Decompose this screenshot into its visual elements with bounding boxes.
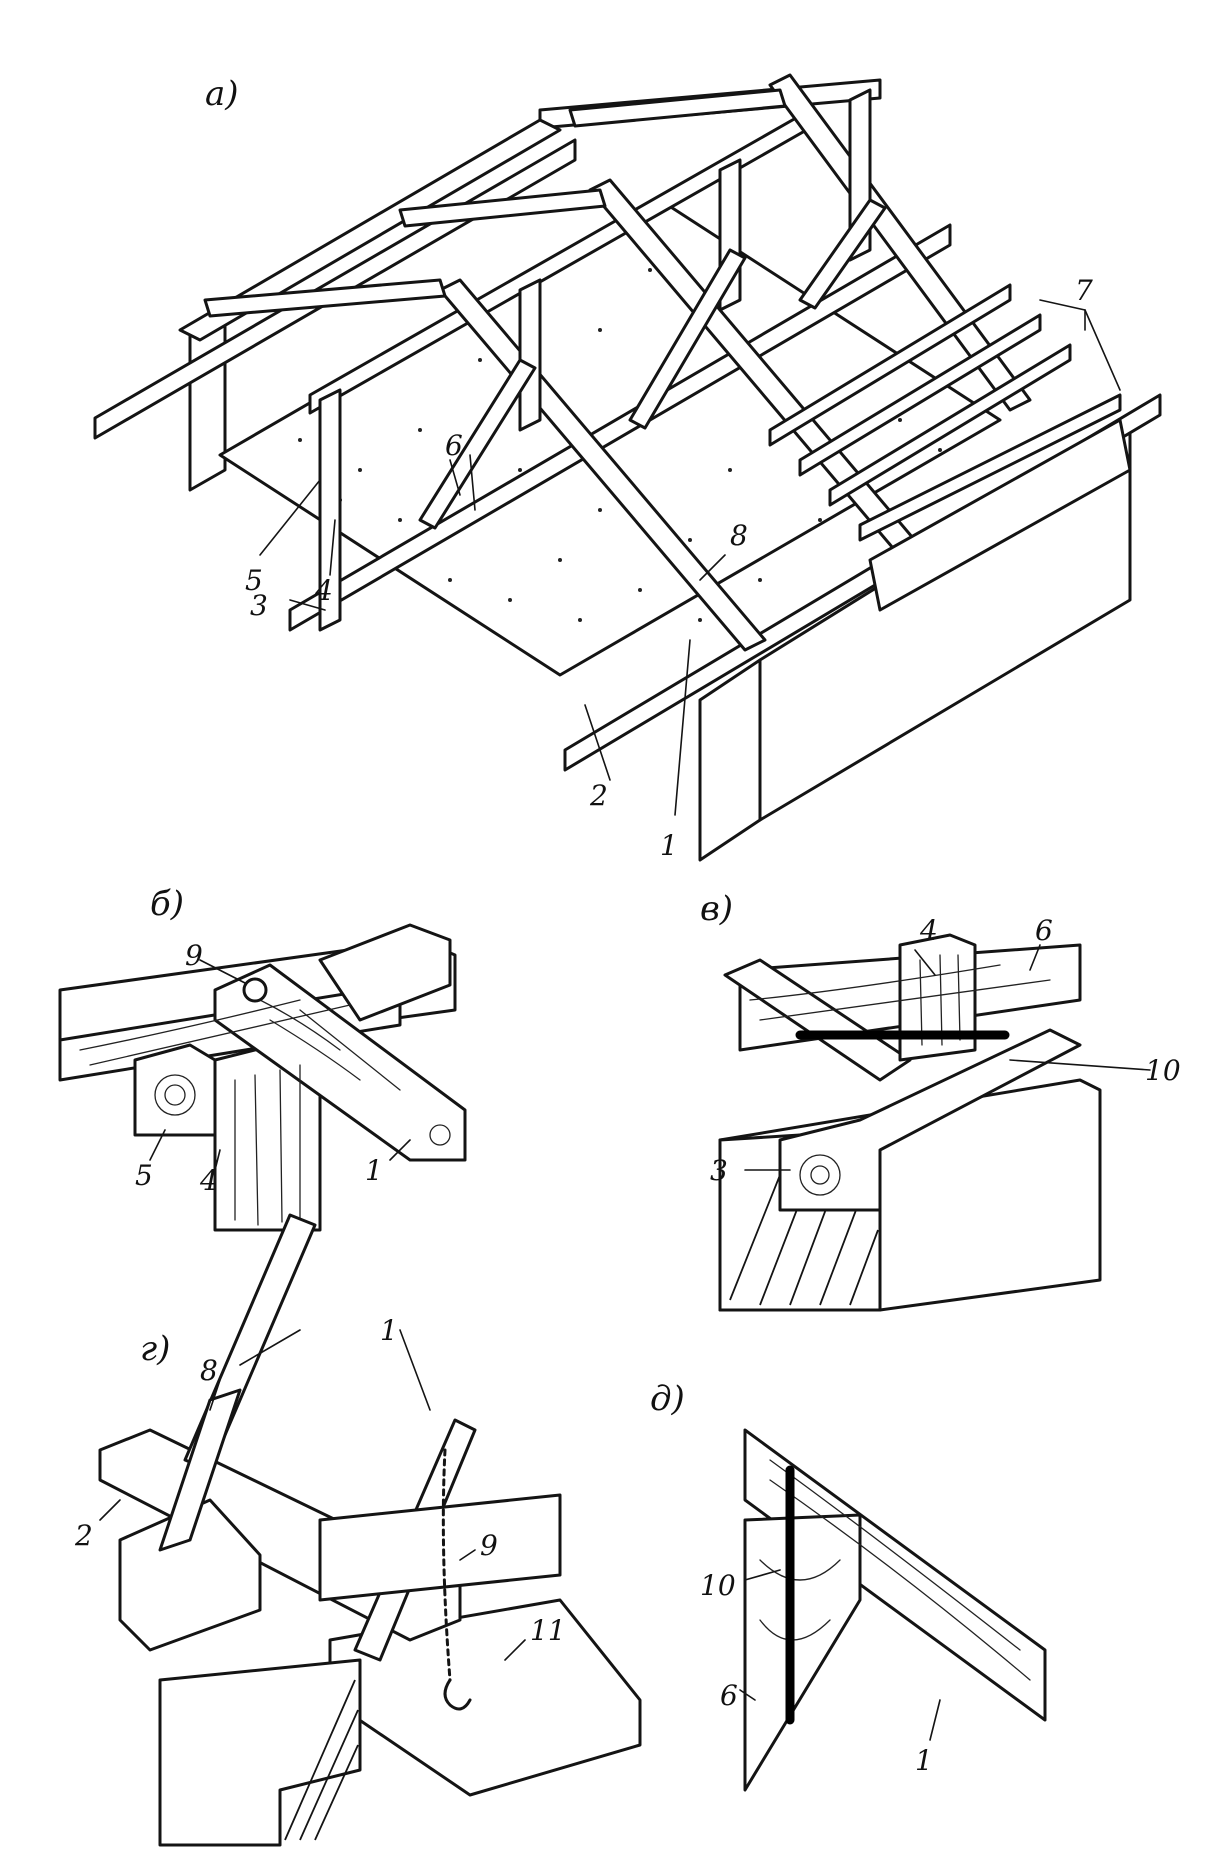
panel-b-callout-4: 4: [199, 1164, 218, 1197]
panel-b-letter: б): [150, 884, 184, 924]
panel-b-callout-9: 9: [185, 939, 203, 972]
panel-g-wall-hatch: [284, 1679, 359, 1841]
panel-g-callout-8: 8: [200, 1354, 218, 1387]
panel-a-battens: [768, 283, 1132, 612]
panel-d-callout-6: 6: [720, 1679, 738, 1712]
panel-a-callout-2: 2: [589, 779, 608, 812]
panel-v-letter: в): [700, 889, 733, 929]
panel-d-strut-detail: д) 10 6 1: [650, 1379, 1047, 1792]
panel-v-callout-4: 4: [919, 914, 938, 947]
panel-v-callout-3: 3: [710, 1154, 728, 1187]
panel-a-callout-5: 5: [245, 564, 263, 597]
panel-a-callout-1: 1: [660, 829, 678, 862]
panel-b-purlin-end: [133, 1043, 217, 1137]
panel-d-strut: [743, 1513, 862, 1792]
panel-g-callout-9: 9: [480, 1529, 498, 1562]
panel-d-rafter: [743, 1428, 1047, 1722]
panel-d-callout-10: 10: [700, 1569, 736, 1602]
panel-a-struts: [418, 198, 887, 530]
panel-g-callout-1: 1: [380, 1314, 398, 1347]
panel-a-callout-4: 4: [314, 574, 333, 607]
panel-a-leaders: [259, 299, 1121, 816]
panel-a-roof-structure: а): [93, 73, 1162, 862]
panel-g-eave-detail: г) 1 8 2 9 11: [74, 1213, 642, 1847]
panel-g-callout-2: 2: [74, 1519, 93, 1552]
panel-v-node-detail: в) 4 6 10 3: [700, 889, 1181, 1312]
panel-d-callout-1: 1: [915, 1744, 933, 1777]
panel-g-letter: г): [140, 1329, 170, 1369]
panel-a-callout-7: 7: [1075, 274, 1093, 307]
panel-v-callout-10: 10: [1145, 1054, 1181, 1087]
panel-a-callout-3: 3: [250, 589, 268, 622]
panel-a-callout-8: 8: [730, 519, 748, 552]
panel-v-post: [898, 933, 977, 1062]
panel-a-letter: а): [205, 74, 239, 114]
panel-g-callout-11: 11: [530, 1614, 566, 1647]
panel-d-letter: д): [650, 1379, 685, 1419]
panel-b-bolt-icon: [242, 977, 268, 1003]
panel-b-callout-5: 5: [135, 1159, 153, 1192]
panel-b-node-detail: б) 9 5 4 1: [58, 884, 467, 1232]
panel-v-callout-6: 6: [1035, 914, 1053, 947]
panel-b-callout-1: 1: [365, 1154, 383, 1187]
panel-a-callout-6: 6: [445, 429, 463, 462]
